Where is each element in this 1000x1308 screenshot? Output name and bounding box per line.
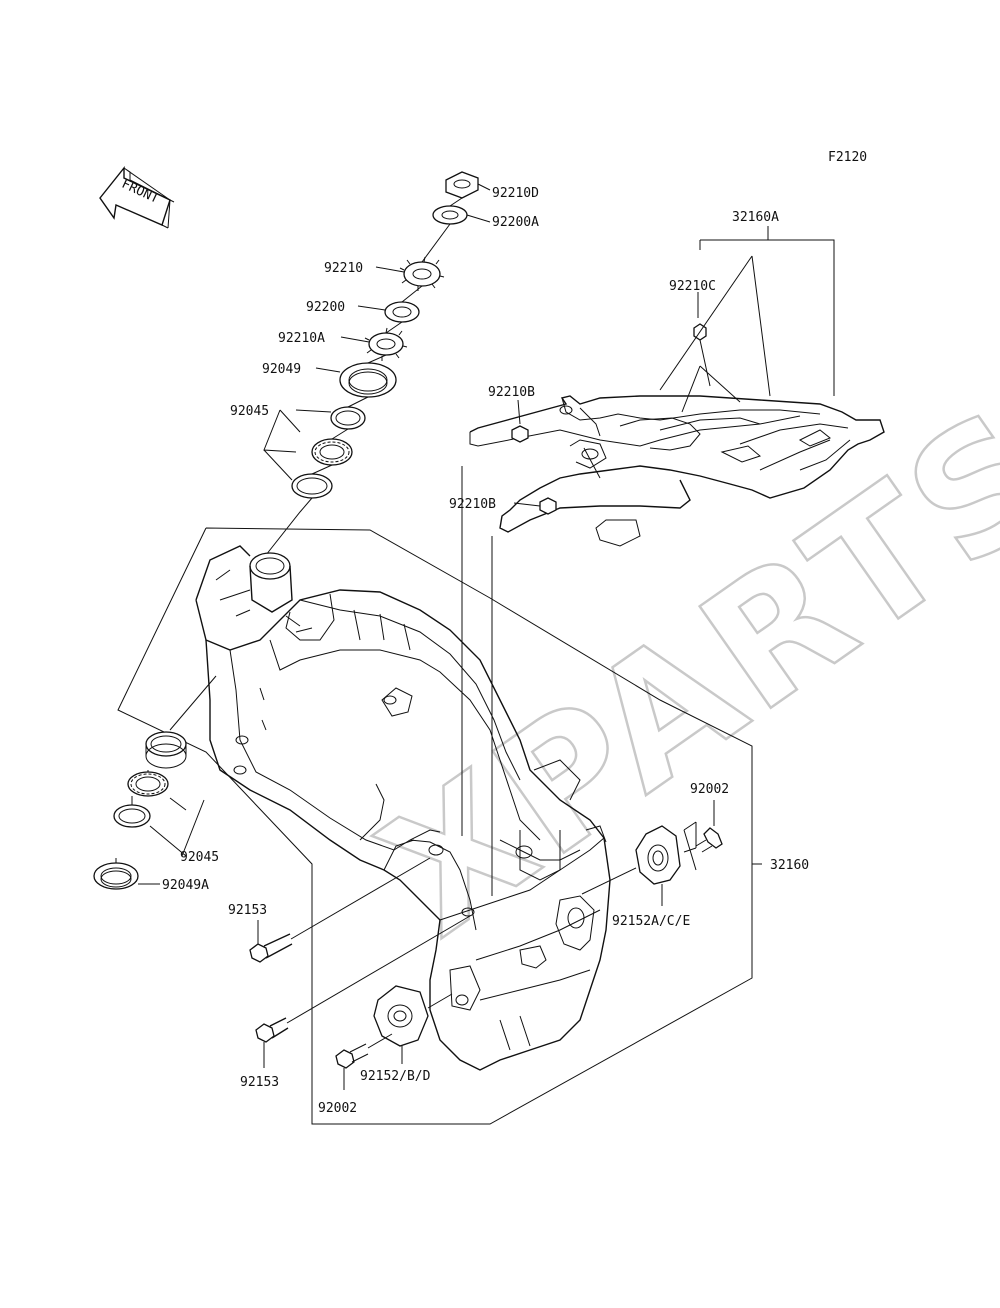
part-subframe-32160A [469,395,885,547]
label-92210B-top: 92210B [488,385,535,400]
part-washer-92200A [432,205,468,225]
part-bearing-lower [127,771,169,797]
part-race-92045-top [330,406,366,430]
label-32160A: 32160A [732,210,779,225]
label-92200A: 92200A [492,215,539,230]
label-92002-right: 92002 [690,782,729,797]
part-bolt-92002-bottom [335,1043,369,1069]
label-92210C: 92210C [669,279,716,294]
part-bolt-92153-bottom [255,915,471,1043]
label-92152ACE: 92152A/C/E [612,914,690,929]
part-seal-92049 [339,362,397,398]
part-race-lower-1 [145,731,187,769]
label-92200: 92200 [306,300,345,315]
part-bolt-92153-top [249,857,431,963]
part-race-92045-top-lower [291,473,333,499]
part-bracket-92152ACE [635,825,681,885]
label-92049: 92049 [262,362,301,377]
label-92045-bottom: 92045 [180,850,219,865]
part-nut-92210B-mid [539,497,557,515]
part-seal-92049A [93,862,139,890]
label-92049A: 92049A [162,878,209,893]
part-washer-92200 [384,301,420,323]
label-92002-bottom: 92002 [318,1101,357,1116]
part-main-frame-32160 [117,527,753,1125]
label-92152BD: 92152/B/D [360,1069,431,1084]
label-92153-top: 92153 [228,903,267,918]
label-92045-top: 92045 [230,404,269,419]
diagram-code: F2120 [828,150,867,165]
part-bracket-92152BD [373,985,429,1047]
label-92210D: 92210D [492,186,539,201]
part-bearing-top [311,438,353,466]
part-nut-92210D [445,171,479,199]
part-race-lower-2 [113,804,151,828]
label-92210B-mid: 92210B [449,497,496,512]
label-92210A: 92210A [278,331,325,346]
front-arrow-label: FRONT [119,177,161,207]
part-nut-92210B-top [511,425,529,443]
part-locknut-92210 [399,256,445,291]
label-32160: 32160 [770,858,809,873]
part-bolt-92002-right [695,827,723,853]
label-92153-bottom: 92153 [240,1075,279,1090]
watermark-text: XPARTS [349,370,1000,973]
label-92210: 92210 [324,261,363,276]
front-arrow-icon: FRONT [99,166,175,229]
